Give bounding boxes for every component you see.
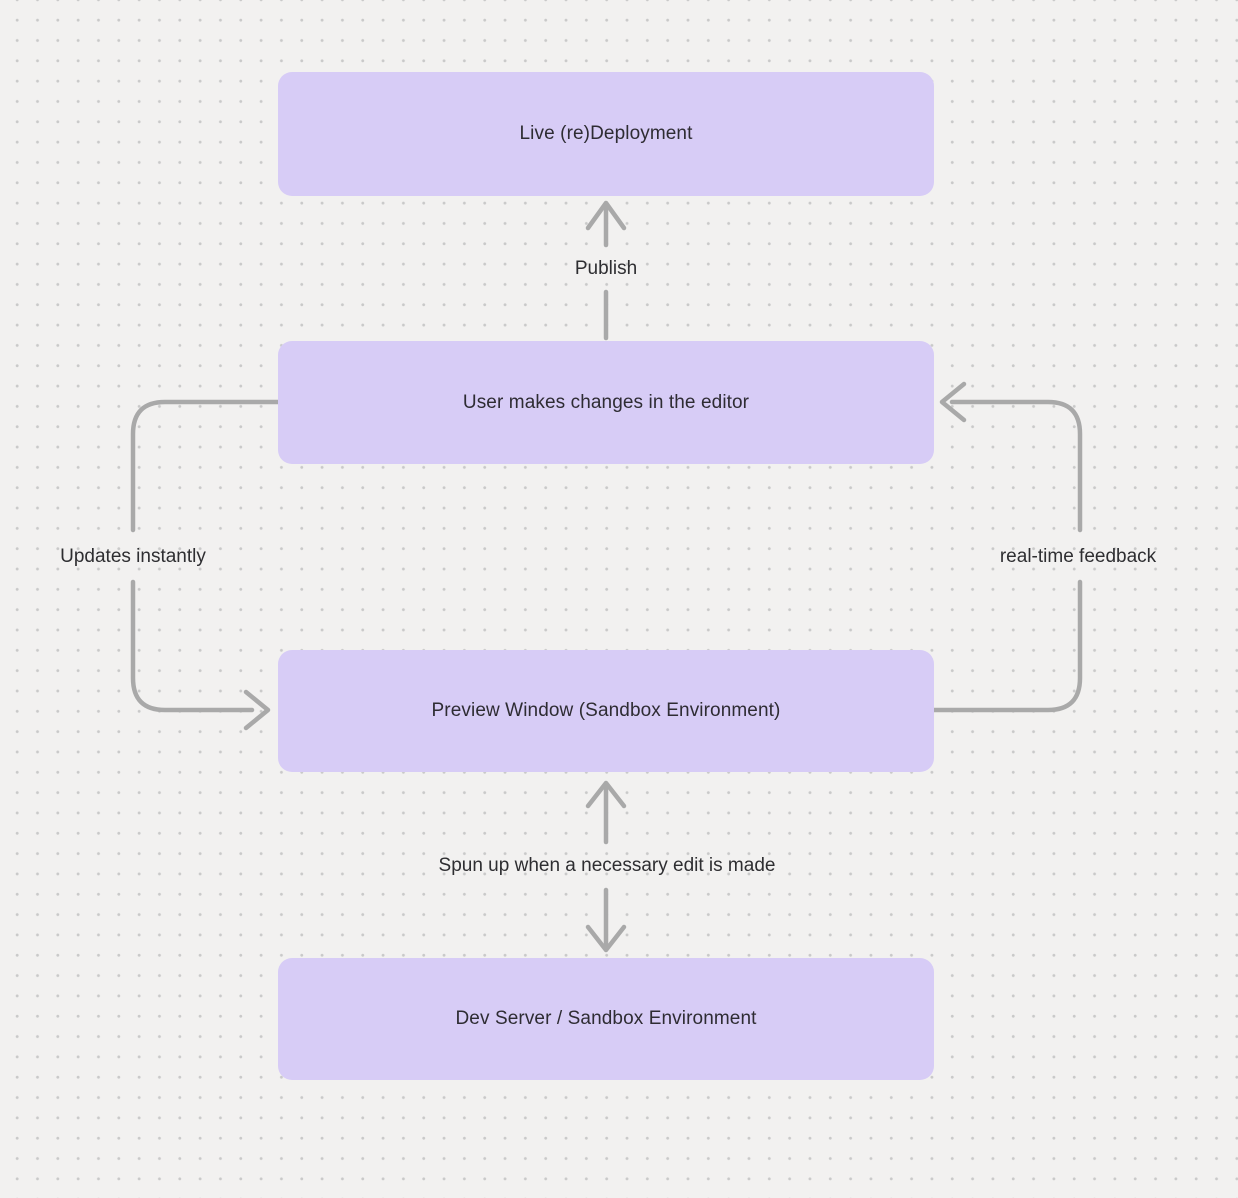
node-user-editor-label: User makes changes in the editor bbox=[462, 391, 750, 413]
node-live-deployment-label: Live (re)Deployment bbox=[519, 123, 693, 144]
edge-publish-arrow[interactable] bbox=[585, 200, 627, 341]
node-live-deployment[interactable]: Live (re)Deployment bbox=[278, 72, 934, 196]
edge-label-spun-up: Spun up when a necessary edit is made bbox=[438, 855, 776, 876]
edge-label-publish: Publish bbox=[574, 258, 638, 279]
edge-label-updates-instantly: Updates instantly bbox=[60, 546, 206, 567]
edge-label-real-time-feedback: real-time feedback bbox=[999, 546, 1157, 567]
edge-spun-up-arrow[interactable] bbox=[585, 780, 627, 953]
node-dev-server-label: Dev Server / Sandbox Environment bbox=[455, 1008, 757, 1029]
node-user-editor[interactable]: User makes changes in the editor bbox=[278, 341, 934, 464]
node-preview-window[interactable]: Preview Window (Sandbox Environment) bbox=[278, 650, 934, 772]
edge-updates-instantly-arrow[interactable] bbox=[130, 399, 281, 731]
node-dev-server[interactable]: Dev Server / Sandbox Environment bbox=[278, 958, 934, 1080]
edge-real-time-feedback-arrow[interactable] bbox=[931, 381, 1083, 713]
node-preview-window-label: Preview Window (Sandbox Environment) bbox=[431, 700, 781, 721]
